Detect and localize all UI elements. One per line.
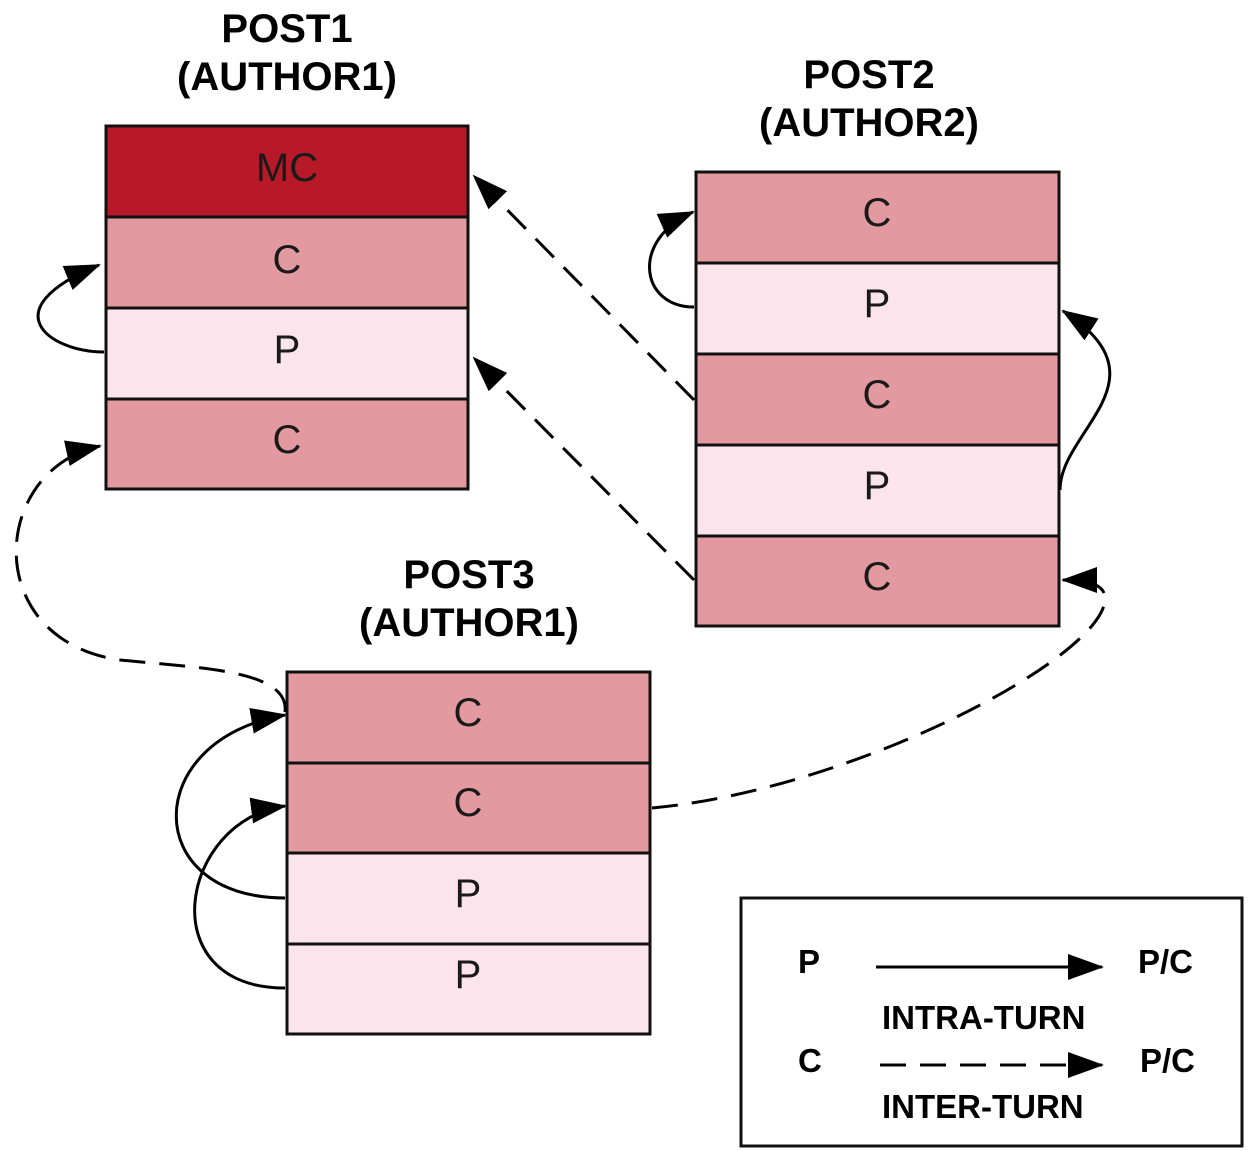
- post2-cell-2: [694, 261, 1061, 356]
- post1-cell-3-label: P: [274, 328, 301, 372]
- legend-inter-label: INTER-TURN: [882, 1088, 1084, 1125]
- edge-post2-c-to-post1-p: [472, 356, 696, 582]
- post1-cell-2-label: C: [273, 238, 302, 282]
- legend-intra-label: INTRA-TURN: [882, 999, 1085, 1036]
- post3-author: (AUTHOR1): [359, 601, 579, 645]
- edge-post2-p-to-c-top: [648, 210, 695, 309]
- legend-inter-source: C: [798, 1042, 822, 1079]
- post3-block: POST3 (AUTHOR1) C C P P: [285, 553, 652, 1036]
- post2-cell-4-label: P: [864, 464, 891, 508]
- post3-cell-2-label: C: [454, 781, 483, 825]
- post3-cell-4-label: P: [455, 953, 482, 997]
- edge-post2-c-to-post1-mc: [472, 174, 696, 402]
- post3-cell-1: [285, 670, 652, 765]
- edge-post2-p-to-p: [1058, 309, 1112, 491]
- post2-cell-4: [694, 443, 1061, 538]
- post3-title: POST3: [403, 553, 534, 597]
- post2-cell-2-label: P: [864, 282, 891, 326]
- legend: P P/C INTRA-TURN C P/C INTER-TURN: [739, 896, 1244, 1148]
- post2-cell-1-label: C: [863, 191, 892, 235]
- post1-cell-1: [104, 124, 470, 219]
- post1-cell-3: [104, 306, 470, 401]
- post2-block: POST2 (AUTHOR2) C P C P C: [694, 53, 1061, 628]
- post1-cell-2: [104, 215, 470, 310]
- edge-post1-p-to-c: [36, 263, 105, 354]
- legend-intra-target: P/C: [1138, 943, 1193, 980]
- edge-post3-c-to-post2-c: [651, 567, 1107, 810]
- post2-title: POST2: [803, 53, 934, 97]
- edge-post3-c-to-post1-c: [14, 440, 287, 713]
- legend-inter-target: P/C: [1140, 1042, 1195, 1079]
- post3-cell-2: [285, 761, 652, 855]
- post1-block: POST1 (AUTHOR1) MC C P C: [104, 7, 470, 491]
- post1-cell-1-label: MC: [256, 146, 318, 190]
- post2-cell-5-label: C: [863, 555, 892, 599]
- legend-box: [739, 896, 1244, 1148]
- post3-cell-3-label: P: [455, 872, 482, 916]
- post2-cell-3-label: C: [863, 373, 892, 417]
- post2-author: (AUTHOR2): [759, 101, 979, 145]
- post2-cell-5: [694, 534, 1061, 628]
- edge-post3-p-to-c-top: [174, 708, 287, 900]
- post1-author: (AUTHOR1): [177, 55, 397, 99]
- post3-cell-4: [285, 942, 652, 1036]
- legend-intra-source: P: [798, 943, 820, 980]
- edge-post3-p-to-c-second: [193, 797, 287, 990]
- post3-cell-1-label: C: [454, 691, 483, 735]
- post1-title: POST1: [221, 7, 352, 51]
- post1-cell-4: [104, 397, 470, 491]
- post1-cell-4-label: C: [273, 418, 302, 462]
- post3-cell-3: [285, 851, 652, 946]
